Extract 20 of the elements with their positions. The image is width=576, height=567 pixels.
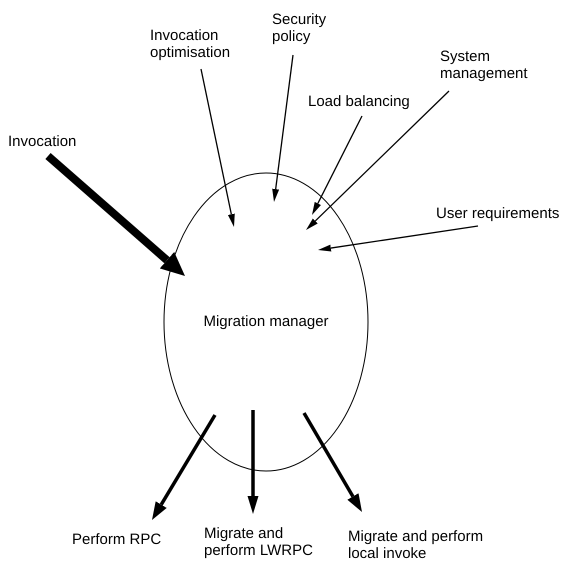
node-label: Security policy [272,12,328,45]
arrow [312,116,363,215]
arrow [200,68,235,227]
arrow [302,412,362,512]
node-label: Migration manager [203,314,329,330]
arrow [248,410,258,514]
node-label: Migrate and perform local invoke [348,529,484,562]
arrow [306,90,450,230]
node-label: Invocation [8,134,78,150]
node-label: System management [440,49,529,82]
node-label: User requirements [436,206,560,222]
node-label: Migrate and perform LWRPC [204,526,314,559]
node-label: Load balancing [308,94,411,110]
ellipse-node [163,172,369,472]
node-label: Invocation optimisation [150,28,232,61]
arrow [272,54,294,202]
arrow [152,414,216,520]
arrow [45,153,185,276]
arrow [318,225,478,252]
node-label: Perform RPC [72,532,162,548]
